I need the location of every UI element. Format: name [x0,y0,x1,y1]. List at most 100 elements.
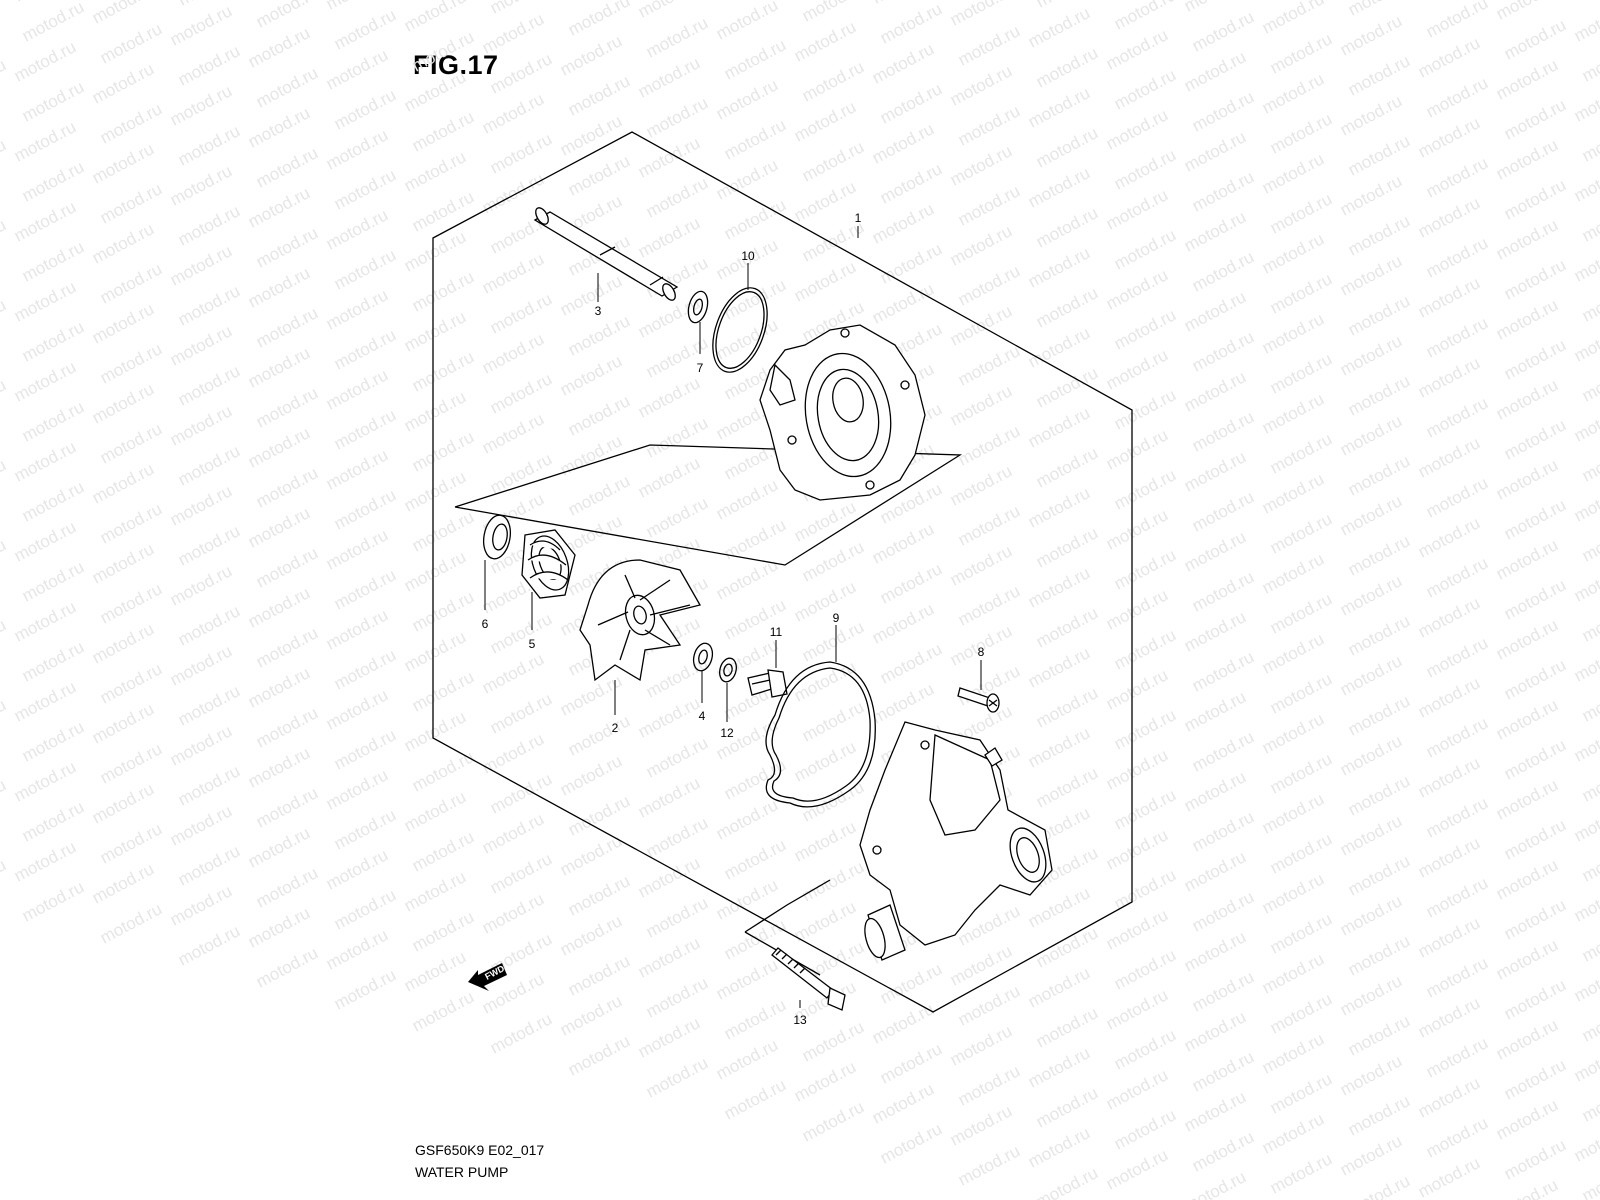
impeller-bolt-part[interactable] [747,669,788,698]
pump-cover-part[interactable] [859,721,1053,961]
watermark-text: motod.ru [401,547,469,595]
watermark-text: motod.ru [1181,607,1249,655]
watermark-text: motod.ru [245,23,313,71]
watermark-text: motod.ru [253,303,321,351]
watermark-text: motod.ru [1025,163,1093,211]
watermark-text: motod.ru [1267,1149,1335,1197]
watermark-text: motod.ru [19,237,87,285]
watermark-text: motod.ru [1103,105,1171,153]
o-ring-part[interactable] [702,280,777,379]
watermark-text: motod.ru [1181,927,1249,975]
watermark-text: motod.ru [11,677,79,725]
watermark-text: motod.ru [1259,949,1327,997]
watermark-text: motod.ru [1423,473,1491,521]
watermark-text: motod.ru [1103,1145,1171,1193]
watermark-text: motod.ru [713,75,781,123]
watermark-text: motod.ru [479,89,547,137]
watermark-text: motod.ru [1181,1007,1249,1055]
watermark-text: motod.ru [409,427,477,475]
watermark-text: motod.ru [1493,455,1561,503]
callout-4: 4 [699,709,706,723]
watermark-text: motod.ru [1259,629,1327,677]
watermark-text: motod.ru [1337,891,1405,939]
shaft-part[interactable] [533,206,679,303]
watermark-text: motod.ru [1571,317,1600,365]
drawing-code: GSF650K9 E02_017 [415,1142,545,1158]
watermark-text: motod.ru [955,101,1023,149]
watermark-text: motod.ru [167,401,235,449]
watermark-text: motod.ru [1025,483,1093,531]
watermark-text: motod.ru [1493,295,1561,343]
watermark-text: motod.ru [487,369,555,417]
watermark-text: motod.ru [1259,229,1327,277]
pump-body-part[interactable] [759,324,926,501]
watermark-text: motod.ru [643,733,711,781]
watermark-text: motod.ru [955,1141,1023,1189]
watermark-text: motod.ru [947,381,1015,429]
watermark-text: motod.ru [245,903,313,951]
watermark-text: motod.ru [1345,931,1413,979]
watermark-text: motod.ru [1423,713,1491,761]
watermark-text: motod.ru [947,61,1015,109]
watermark-text: motod.ru [635,853,703,901]
watermark-text: motod.ru [1189,7,1257,55]
watermark-text: motod.ru [1259,869,1327,917]
watermark-text: motod.ru [11,437,79,485]
watermark-text: motod.ru [1267,1069,1335,1117]
watermark-text: motod.ru [1415,273,1483,321]
watermark-text: motod.ru [1259,389,1327,437]
watermark-text: motod.ru [791,657,859,705]
watermark-text: motod.ru [1259,549,1327,597]
watermark-text: motod.ru [1267,909,1335,957]
watermark-text: motod.ru [791,1057,859,1105]
watermark-text: motod.ru [1259,149,1327,197]
watermark-text: motod.ru [791,817,859,865]
impeller-part[interactable] [579,559,701,682]
watermark-text: motod.ru [1033,203,1101,251]
watermark-text: motod.ru [869,199,937,247]
watermark-text: motod.ru [167,881,235,929]
watermark-text: motod.ru [487,769,555,817]
watermark-text: motod.ru [331,245,399,293]
washer-small-part[interactable] [685,289,711,325]
watermark-text: motod.ru [245,263,313,311]
watermark-text: motod.ru [401,947,469,995]
watermark-text: motod.ru [1501,175,1569,223]
watermark-text: motod.ru [1267,589,1335,637]
watermark-text: motod.ru [877,1119,945,1167]
watermark-text: motod.ru [1259,709,1327,757]
mechanical-seal-part[interactable] [521,529,576,599]
watermark-text: motod.ru [565,871,633,919]
gasket-part[interactable] [765,661,876,808]
watermark-text: motod.ru [1033,923,1101,971]
watermark-text: motod.ru [643,1053,711,1101]
watermark-text: motod.ru [11,277,79,325]
watermark-text: motod.ru [175,761,243,809]
watermark-text: motod.ru [557,991,625,1039]
long-bolt-part[interactable] [771,947,846,1011]
watermark-text: motod.ru [721,275,789,323]
watermark-text: motod.ru [331,805,399,853]
watermark-text: motod.ru [97,819,165,867]
watermark-text: motod.ru [409,187,477,235]
watermark-text: motod.ru [955,21,1023,69]
oil-seal-part[interactable] [480,513,513,561]
watermark-text: motod.ru [1493,375,1561,423]
watermark-text: motod.ru [1181,1087,1249,1135]
screw-part[interactable] [957,687,1000,713]
washer-part[interactable] [691,641,716,673]
watermark-text: motod.ru [643,653,711,701]
watermark-text: motod.ru [1189,647,1257,695]
watermark-text: motod.ru [89,379,157,427]
watermark-text: motod.ru [89,859,157,907]
watermark-text: motod.ru [947,1021,1015,1069]
watermark-text: motod.ru [1033,43,1101,91]
watermark-text: motod.ru [1415,1153,1483,1200]
watermark-text: motod.ru [19,397,87,445]
watermark-text: motod.ru [323,525,391,573]
watermark-text: motod.ru [791,177,859,225]
watermark-text: motod.ru [175,0,243,10]
watermark-text: motod.ru [1579,357,1600,405]
drawing-title: WATER PUMP [415,1164,509,1180]
lock-washer-part[interactable] [717,656,739,683]
